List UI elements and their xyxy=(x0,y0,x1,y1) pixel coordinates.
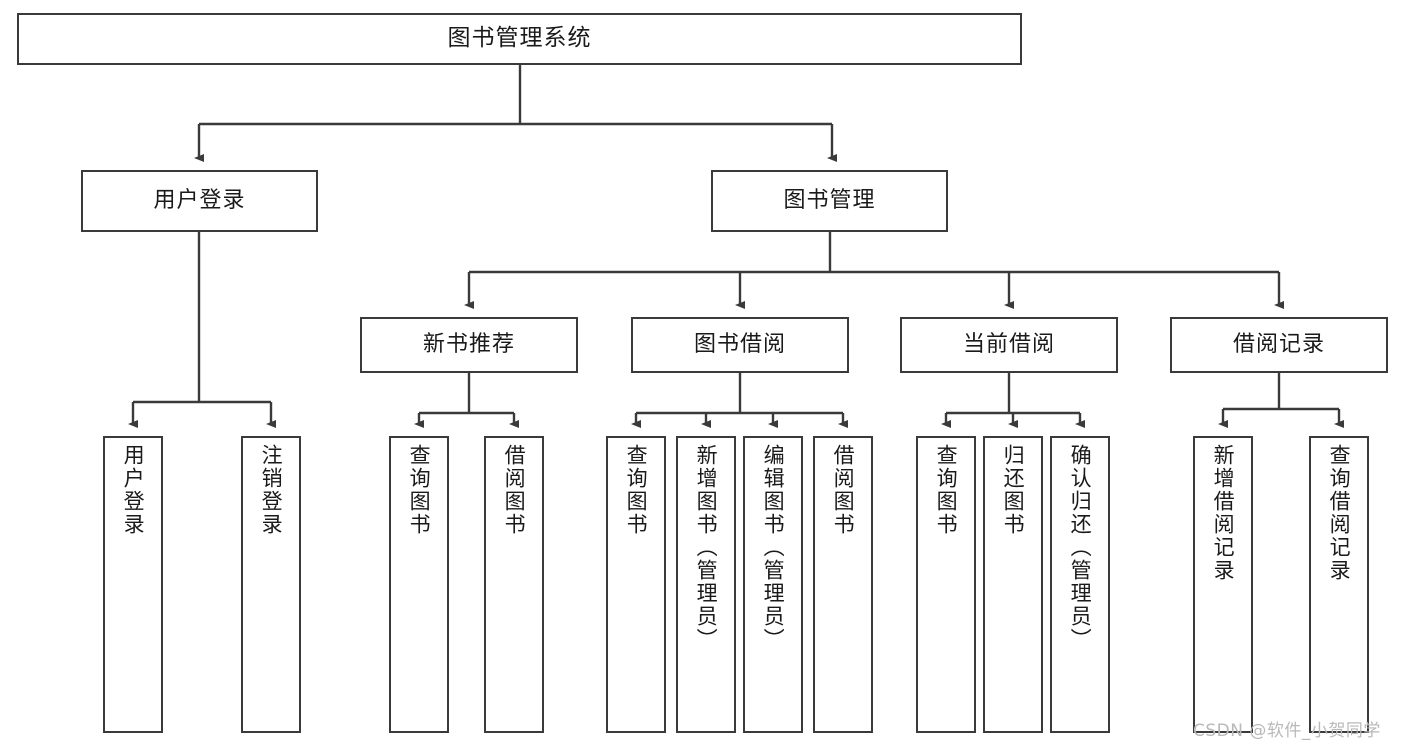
leaf-book-borrow-query-book[interactable]: 查询图书 xyxy=(606,436,666,733)
leaf-user-login-login[interactable]: 用户登录 xyxy=(103,436,163,733)
node-label: 图书借阅 xyxy=(693,331,786,357)
node-label: 查询图书 xyxy=(934,444,959,536)
node-label: 图书管理 xyxy=(783,187,876,213)
csdn-watermark: CSDN @软件_小贺同学 xyxy=(1193,721,1381,741)
leaf-new-book-borrow-book[interactable]: 借阅图书 xyxy=(484,436,544,733)
node-new-book-recommend[interactable]: 新书推荐 xyxy=(360,317,578,373)
leaf-book-borrow-edit-book-admin[interactable]: 编辑图书（管理员） xyxy=(743,436,803,733)
node-label: 新增图书（管理员） xyxy=(694,444,719,651)
node-book-management[interactable]: 图书管理 xyxy=(711,170,948,232)
node-label: 注销登录 xyxy=(259,444,284,536)
node-borrow-record[interactable]: 借阅记录 xyxy=(1170,317,1388,373)
leaf-new-book-query-book[interactable]: 查询图书 xyxy=(389,436,449,733)
node-label: 确认归还（管理员） xyxy=(1068,444,1093,651)
node-label: 编辑图书（管理员） xyxy=(761,444,786,651)
node-label: 归还图书 xyxy=(1001,444,1026,536)
node-label: 当前借阅 xyxy=(962,331,1055,357)
leaf-current-borrow-return-book[interactable]: 归还图书 xyxy=(983,436,1043,733)
leaf-current-borrow-confirm-return-admin[interactable]: 确认归还（管理员） xyxy=(1050,436,1110,733)
leaf-current-borrow-query-book[interactable]: 查询图书 xyxy=(916,436,976,733)
node-label: 借阅图书 xyxy=(831,444,856,536)
node-label: 查询图书 xyxy=(624,444,649,536)
node-current-borrow[interactable]: 当前借阅 xyxy=(900,317,1118,373)
leaf-borrow-record-add-record[interactable]: 新增借阅记录 xyxy=(1193,436,1253,733)
node-label: 查询图书 xyxy=(407,444,432,536)
node-label: 借阅图书 xyxy=(502,444,527,536)
node-label: 查询借阅记录 xyxy=(1327,444,1352,582)
node-label: 图书管理系统 xyxy=(447,25,592,52)
node-root-book-management-system[interactable]: 图书管理系统 xyxy=(17,13,1022,65)
node-label: 新增借阅记录 xyxy=(1211,444,1236,582)
node-label: 用户登录 xyxy=(121,444,146,536)
node-label: 借阅记录 xyxy=(1232,331,1325,357)
node-user-login[interactable]: 用户登录 xyxy=(81,170,318,232)
node-label: 用户登录 xyxy=(153,187,246,213)
node-book-borrow[interactable]: 图书借阅 xyxy=(631,317,849,373)
leaf-borrow-record-query-record[interactable]: 查询借阅记录 xyxy=(1309,436,1369,733)
leaf-book-borrow-add-book-admin[interactable]: 新增图书（管理员） xyxy=(676,436,736,733)
node-label: 新书推荐 xyxy=(422,331,515,357)
leaf-user-login-logout[interactable]: 注销登录 xyxy=(241,436,301,733)
leaf-book-borrow-borrow-book[interactable]: 借阅图书 xyxy=(813,436,873,733)
